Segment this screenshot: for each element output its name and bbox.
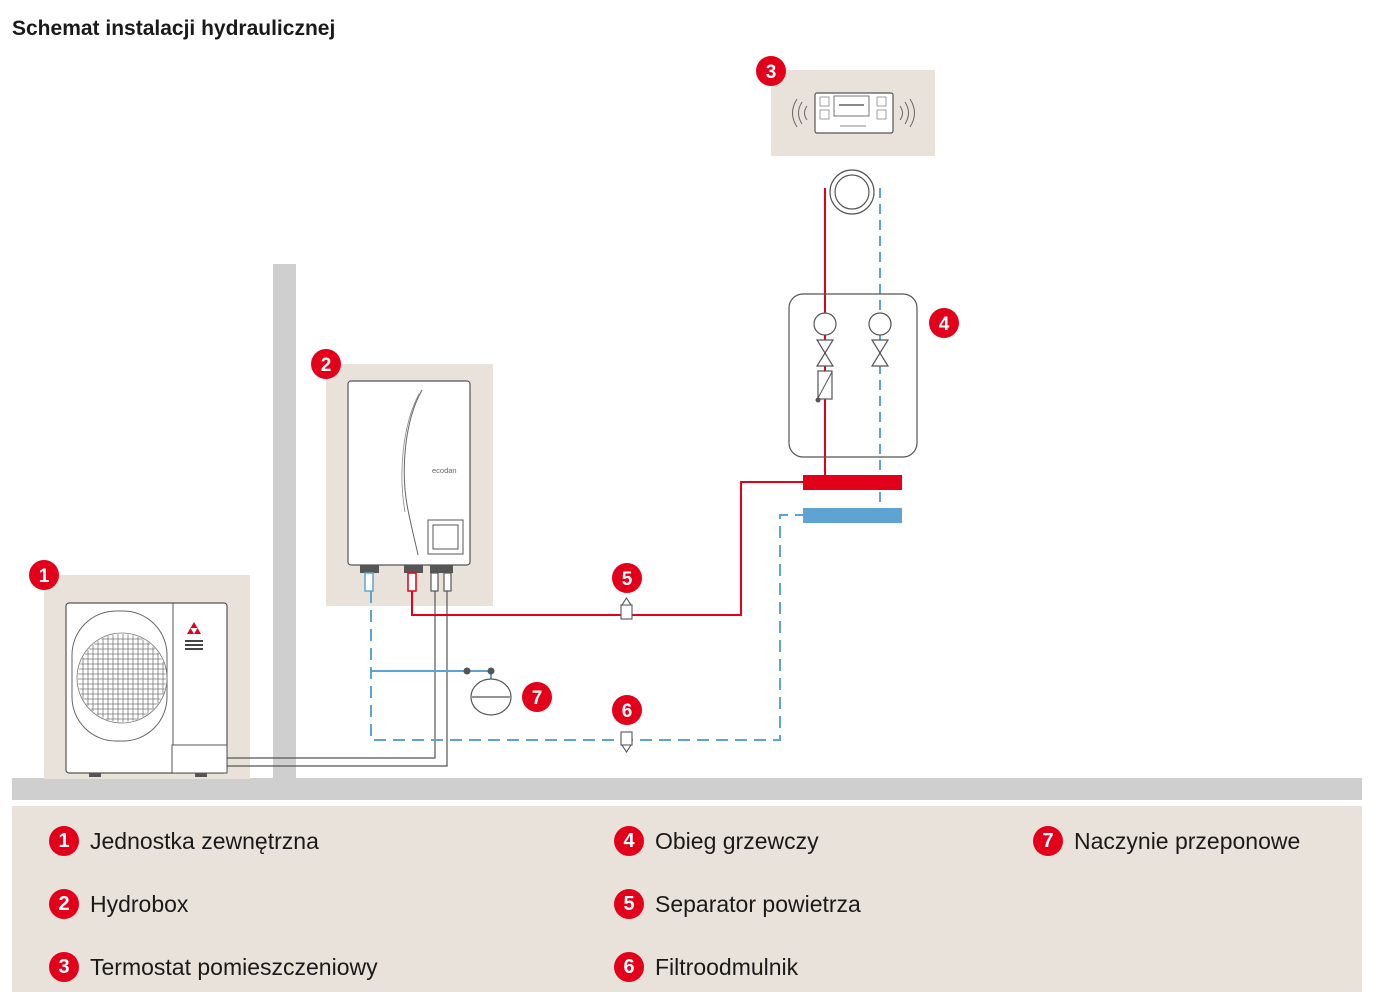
pump-icon [813,312,837,336]
mitsubishi-logo-icon [185,622,203,650]
wireless-signal-icon [792,98,915,128]
legend-item-4: 4 Obieg grzewczy [614,826,819,856]
wall [273,264,296,779]
legend-item-2: 2 Hydrobox [49,889,188,919]
svg-text:7: 7 [532,688,543,709]
legend-badge: 6 [614,952,644,982]
badge-1: 1 [29,560,59,590]
dirt-filter-icon [620,731,633,754]
legend-item-5: 5 Separator powietrza [614,889,861,919]
legend-label: Termostat pomieszczeniowy [90,953,378,980]
svg-text:1: 1 [39,566,50,587]
legend-badge: 5 [614,889,644,919]
hydrobox-brand-label: ecodan [432,466,457,475]
outdoor-unit [65,602,228,777]
badge-6: 6 [612,695,642,725]
valve-icon [815,339,890,367]
refrigerant-lines [227,590,448,767]
svg-text:2: 2 [321,355,332,376]
supply-manifold [803,475,902,490]
legend-label: Naczynie przeponowe [1074,827,1301,854]
legend-panel: 1 Jednostka zewnętrzna 2 Hydrobox 3 Term… [12,806,1362,992]
radiator-coil-icon [829,169,875,215]
fan-grille [76,632,168,724]
legend-item-3: 3 Termostat pomieszczeniowy [49,952,378,982]
badge-2: 2 [311,349,341,379]
legend-item-1: 1 Jednostka zewnętrzna [49,826,319,856]
return-pipes [370,514,803,741]
heating-circuit-pipes [788,169,918,523]
return-manifold [803,508,902,523]
legend-badge: 7 [1033,826,1063,856]
legend-label: Obieg grzewczy [655,827,819,854]
legend-badge: 1 [49,826,79,856]
heating-circuit-box [788,293,918,458]
supply-pipe [411,481,803,616]
legend-badge: 2 [49,889,79,919]
hydrobox-unit: ecodan [347,380,471,592]
thermostat-device [792,92,915,134]
ground-strip [12,778,1362,800]
badge-7: 7 [522,682,552,712]
svg-text:6: 6 [622,701,633,722]
badge-5: 5 [612,563,642,593]
legend-label: Separator powietrza [655,890,861,917]
legend-badge: 4 [614,826,644,856]
legend-label: Filtroodmulnik [655,953,799,980]
badge-4: 4 [929,308,959,338]
expansion-vessel-icon [470,678,512,716]
svg-text:3: 3 [766,62,777,83]
svg-text:4: 4 [939,314,950,335]
air-separator-icon [620,596,633,620]
svg-text:5: 5 [622,569,633,590]
page-title: Schemat instalacji hydraulicznej [12,17,336,40]
legend-label: Hydrobox [90,890,189,917]
badge-3: 3 [756,56,786,86]
legend-item-7: 7 Naczynie przeponowe [1033,826,1300,856]
legend-label: Jednostka zewnętrzna [90,827,319,854]
legend-badge: 3 [49,952,79,982]
legend-item-6: 6 Filtroodmulnik [614,952,798,982]
pump-icon [868,312,892,336]
